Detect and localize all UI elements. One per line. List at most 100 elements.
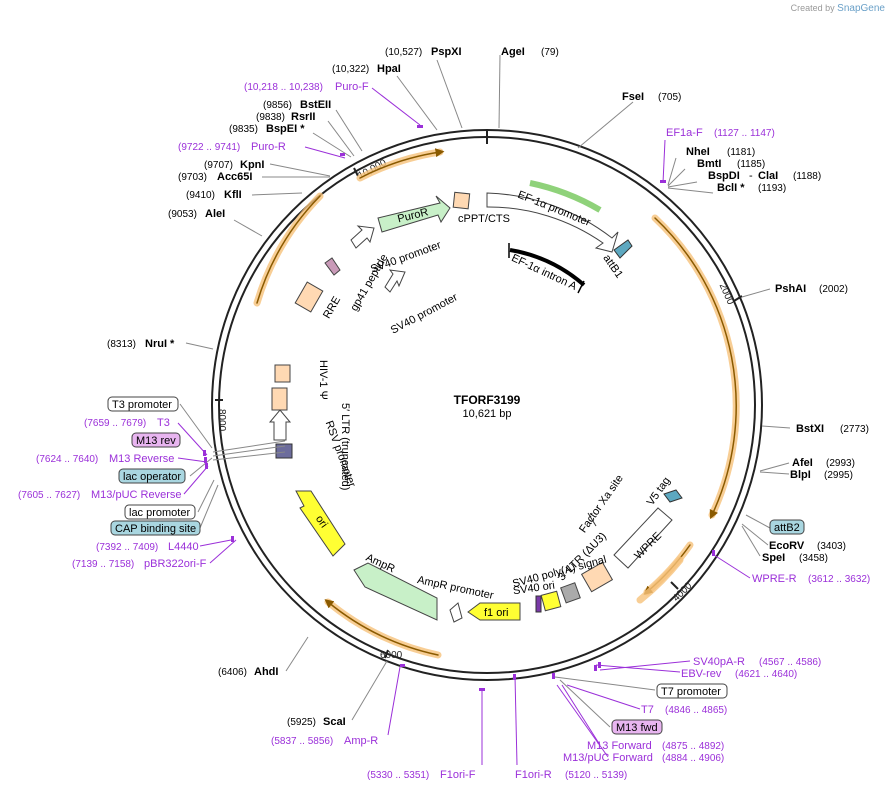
ecorv-pos: (3403) xyxy=(817,541,846,552)
rsrii-pos: (9838) xyxy=(256,112,285,123)
svg-text:(10,527): (10,527) xyxy=(385,47,422,58)
orf-arcs xyxy=(253,148,740,659)
blpi-name: BlpI xyxy=(790,469,811,481)
gp41-label: gp41 peptide xyxy=(348,252,390,313)
puro-r-range: (9722 .. 9741) xyxy=(178,142,240,153)
amp-r-name: Amp-R xyxy=(344,735,378,747)
m13puc-fwd-name: M13/pUC Forward xyxy=(563,752,653,764)
m13-fwd-name: M13 Forward xyxy=(587,740,652,752)
m13-rev-name: M13 Reverse xyxy=(109,453,174,465)
puro-r-name: Puro-R xyxy=(251,141,286,153)
nhei-name: NheI xyxy=(686,146,710,158)
hiv-psi-label: HIV-1 Ψ xyxy=(317,360,329,400)
m13-rev-box-label: M13 rev xyxy=(136,435,176,447)
hiv-psi-box xyxy=(274,364,291,383)
acc65i-pos: (9703) xyxy=(178,172,207,183)
bstxi-pos: (2773) xyxy=(840,424,869,435)
sv40pa-r-name: SV40pA-R xyxy=(693,656,745,668)
primer-lines xyxy=(177,87,751,766)
bmti-name: BmtI xyxy=(697,158,721,170)
bcli-name: BclI * xyxy=(717,182,745,194)
hpai-pos: (10,322) xyxy=(332,64,369,75)
ltr3-box xyxy=(580,561,614,593)
sv40-promoter-mid-arrow xyxy=(384,269,406,293)
kpni-name: KpnI xyxy=(240,159,264,171)
nhei-pos: (1181) xyxy=(727,147,755,158)
rsrii-name: RsrII xyxy=(291,111,315,123)
bsteii-name: BstEII xyxy=(300,99,331,111)
afei-pos: (2993) xyxy=(826,458,855,469)
puro-f-name: Puro-F xyxy=(335,81,369,93)
rre-label: RRE xyxy=(321,295,343,321)
blpi-pos: (2995) xyxy=(824,470,853,481)
bspdi-pos: (1188) xyxy=(793,171,821,182)
tick-2000: 2000 xyxy=(717,282,736,307)
fsei-pos: (705) xyxy=(658,92,681,103)
pshai-name: PshAI xyxy=(775,283,806,295)
cppt-label: cPPT/CTS xyxy=(458,213,510,225)
bspdi-name: BspDI xyxy=(708,170,740,182)
m13puc-fwd-range: (4884 .. 4906) xyxy=(662,753,724,764)
f1ori-r-range: (5120 .. 5139) xyxy=(565,770,627,781)
bmti-pos: (1185) xyxy=(737,159,765,170)
nrui-pos: (8313) xyxy=(107,339,136,350)
ltr5-label: 5′ LTR (truncated) xyxy=(339,403,351,490)
wpre-r-range: (3612 .. 3632) xyxy=(808,574,870,585)
agei-pos: (79) xyxy=(541,47,559,58)
leader-lines xyxy=(179,54,791,728)
wpre-r-name: WPRE-R xyxy=(752,573,797,585)
acc65i-name: Acc65I xyxy=(217,171,252,183)
t3-name: T3 xyxy=(157,417,170,429)
attb1-arrow xyxy=(613,239,633,259)
sv40-ori-label: SV40 ori xyxy=(512,580,555,598)
sv40-polya-box xyxy=(540,590,562,612)
tick-8000: 8000 xyxy=(216,409,227,432)
gp41-box xyxy=(324,257,341,276)
lac-cluster xyxy=(275,443,293,459)
svg-text:-: - xyxy=(749,170,753,182)
pspxi-name: PspXI xyxy=(431,46,462,58)
bspei-pos: (9835) xyxy=(229,124,258,135)
nrui-name: NruI * xyxy=(145,338,175,350)
fsei-name: FseI xyxy=(622,91,644,103)
pbr322-name: pBR322ori-F xyxy=(144,558,207,570)
v5-arrow xyxy=(663,489,683,503)
boxed-labels: T3 promoter M13 rev lac operator lac pro… xyxy=(107,396,805,735)
hpai-name: HpaI xyxy=(377,63,401,75)
scai-name: ScaI xyxy=(323,716,346,728)
ebv-rev-name: EBV-rev xyxy=(681,668,722,680)
puror-arrow xyxy=(377,195,451,233)
alei-pos: (9053) xyxy=(168,209,197,220)
puro-f-range: (10,218 .. 10,238) xyxy=(244,82,323,93)
ampr-arrow xyxy=(353,562,438,621)
m13-fwd-box-label: M13 fwd xyxy=(616,722,658,734)
wpre-box xyxy=(613,507,673,569)
m13-rev-range: (7624 .. 7640) xyxy=(36,454,98,465)
t3-range: (7659 .. 7679) xyxy=(84,418,146,429)
sv40-promoter-top-arrow xyxy=(350,225,375,249)
alei-name: AleI xyxy=(205,208,225,220)
bstxi-name: BstXI xyxy=(796,423,824,435)
pspxi-pos: (10,527) xyxy=(385,47,422,58)
ef1a-intron-arc xyxy=(509,248,586,287)
ef1a-promoter-arrow xyxy=(486,192,619,253)
primer-labels: (10,218 .. 10,238) Puro-F (9722 .. 9741)… xyxy=(18,81,870,781)
spei-name: SpeI xyxy=(762,552,785,564)
scai-pos: (5925) xyxy=(287,717,316,728)
bspei-name: BspEI * xyxy=(266,123,305,135)
kfli-pos: (9410) xyxy=(186,190,215,201)
ori-label: ori xyxy=(313,513,330,530)
t7-range: (4846 .. 4865) xyxy=(665,705,727,716)
m13puc-rev-range: (7605 .. 7627) xyxy=(18,490,80,501)
kpni-pos: (9707) xyxy=(204,160,233,171)
clai-name: ClaI xyxy=(758,170,778,182)
amp-r-range: (5837 .. 5856) xyxy=(271,736,333,747)
l4440-name: L4440 xyxy=(168,541,199,553)
plasmid-size: 10,621 bp xyxy=(463,408,512,420)
snapgene-watermark: Created by SnapGene xyxy=(790,3,885,14)
cppt-box xyxy=(452,191,471,210)
ampr-promoter-arrow xyxy=(449,602,463,623)
ori-arrow xyxy=(295,490,346,557)
bsteii-pos: (9856) xyxy=(263,100,292,111)
sv40-promoter-mid-label: SV40 promoter xyxy=(389,291,460,336)
